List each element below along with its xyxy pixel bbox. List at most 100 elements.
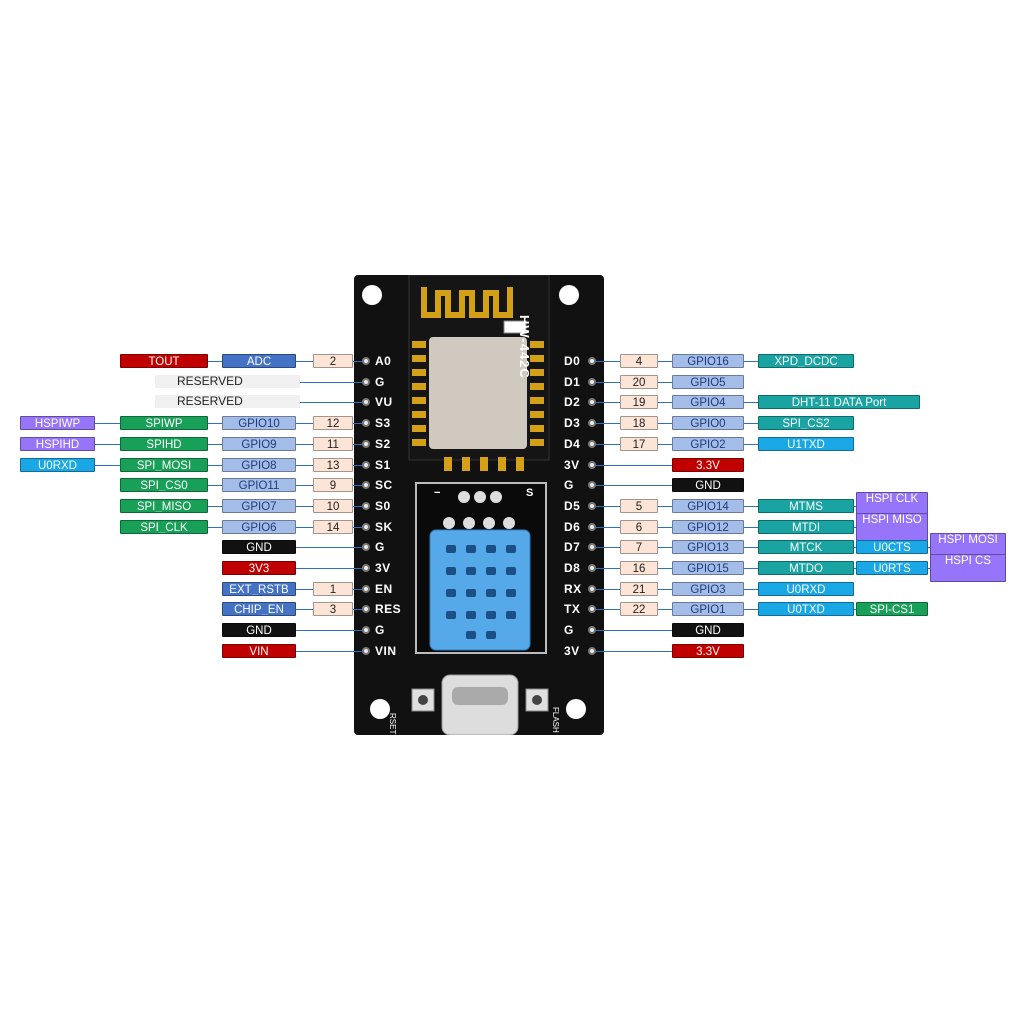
pin-hole-right-5 — [588, 460, 596, 469]
tag-2: 2 — [313, 354, 353, 368]
module-castellations — [412, 341, 544, 471]
tag-gpio0: GPIO0 — [672, 416, 744, 431]
pin-label-3v: 3V — [564, 643, 580, 658]
nodemcu-board: HW-442C RSET FLASH S − — [354, 274, 604, 736]
tag-6: 6 — [620, 519, 658, 534]
tag-gpio6: GPIO6 — [222, 519, 296, 534]
tag-gnd: GND — [222, 623, 296, 638]
tag-hspi-cs: HSPI CS — [930, 554, 1006, 582]
tag-chip-en: CHIP_EN — [222, 602, 296, 617]
pin-label-d5: D5 — [564, 498, 581, 513]
tag-gpio10: GPIO10 — [222, 416, 296, 431]
tag-gpio16: GPIO16 — [672, 354, 744, 368]
tag-xpd-dcdc: XPD_DCDC — [758, 354, 854, 368]
tag-20: 20 — [620, 374, 658, 389]
pin-hole-left-0 — [362, 357, 370, 365]
pin-label-sc: SC — [375, 478, 393, 493]
pin-hole-right-12 — [588, 605, 596, 614]
pin-hole-right-1 — [588, 377, 596, 386]
tag-mtdi: MTDI — [758, 519, 854, 534]
tag-spi-cs2: SPI_CS2 — [758, 416, 854, 431]
tag-gnd: GND — [672, 623, 744, 638]
tag-17: 17 — [620, 436, 658, 451]
tag-gpio11: GPIO11 — [222, 478, 296, 493]
antenna-trace — [421, 287, 513, 318]
reset-label: RSET — [388, 713, 397, 735]
pin-wire-right-1 — [596, 381, 744, 383]
pin-label-vu: VU — [375, 395, 393, 410]
tag-u1txd: U1TXD — [758, 436, 854, 451]
tag-3: 3 — [313, 602, 353, 617]
pin-label-d3: D3 — [564, 416, 581, 431]
flash-label: FLASH — [551, 707, 560, 733]
tag-spi-mosi: SPI_MOSI — [120, 457, 208, 472]
pin-wire-right-13 — [596, 630, 744, 632]
pin-wire-right-5 — [596, 464, 744, 466]
tag-gnd: GND — [672, 478, 744, 493]
board-artwork — [362, 274, 586, 736]
dht11-grille — [446, 545, 516, 639]
tag-4: 4 — [620, 354, 658, 368]
pin-hole-left-2 — [362, 398, 370, 407]
pin-hole-left-7 — [362, 501, 370, 510]
board-model-label: HW-442C — [517, 315, 532, 379]
pin-label-res: RES — [375, 602, 402, 617]
tag-u0rxd: U0RXD — [758, 581, 854, 596]
pin-label-d4: D4 — [564, 436, 581, 451]
tag-reserved: RESERVED — [155, 395, 300, 409]
tag-13: 13 — [313, 457, 353, 472]
tag-hspihd: HSPIHD — [20, 436, 95, 451]
tag-spi-cs1: SPI-CS1 — [856, 602, 928, 617]
tag-gpio13: GPIO13 — [672, 540, 744, 555]
pin-hole-left-6 — [362, 481, 370, 490]
pin-label-g: G — [375, 374, 385, 389]
flash-button-cap — [532, 695, 542, 705]
pin-hole-right-9 — [588, 543, 596, 552]
tag-gpio3: GPIO3 — [672, 581, 744, 596]
tag-19: 19 — [620, 395, 658, 410]
tag-ext-rstb: EXT_RSTB — [222, 581, 296, 596]
tag-gpio8: GPIO8 — [222, 457, 296, 472]
tag-1: 1 — [313, 581, 353, 596]
pin-hole-left-4 — [362, 439, 370, 448]
pin-hole-right-0 — [588, 357, 596, 365]
pin-label-g: G — [375, 623, 385, 638]
tag-gpio1: GPIO1 — [672, 602, 744, 617]
pin-hole-left-12 — [362, 605, 370, 614]
pin-hole-left-10 — [362, 564, 370, 572]
tag-tout: TOUT — [120, 354, 208, 368]
tag-gnd: GND — [222, 540, 296, 555]
pin-hole-right-4 — [588, 439, 596, 448]
mount-hole-top-left — [362, 285, 382, 305]
sensor-header-pins — [443, 491, 515, 529]
module-led — [503, 320, 527, 334]
tag-11: 11 — [313, 436, 353, 451]
tag-gpio2: GPIO2 — [672, 436, 744, 451]
pin-label-d2: D2 — [564, 395, 581, 410]
pin-hole-right-10 — [588, 564, 596, 572]
pin-label-d6: D6 — [564, 519, 581, 534]
tag-reserved: RESERVED — [155, 374, 300, 388]
tag-gpio4: GPIO4 — [672, 395, 744, 410]
pin-hole-left-14 — [362, 646, 370, 655]
tag-gpio9: GPIO9 — [222, 436, 296, 451]
pin-label-g: G — [564, 478, 574, 493]
pin-label-rx: RX — [564, 581, 582, 596]
pin-hole-right-7 — [588, 501, 596, 510]
pin-wire-right-6 — [596, 485, 744, 487]
pin-label-s0: S0 — [375, 498, 391, 513]
tag-hspi-miso: HSPI MISO — [856, 512, 928, 541]
tag-hspiwp: HSPIWP — [20, 416, 95, 431]
pin-hole-left-8 — [362, 522, 370, 531]
tag-14: 14 — [313, 519, 353, 534]
tag-gpio12: GPIO12 — [672, 519, 744, 534]
tag-16: 16 — [620, 561, 658, 575]
tag-gpio15: GPIO15 — [672, 561, 744, 575]
sensor-minus-label: − — [434, 487, 441, 499]
mount-hole-bottom-left — [370, 699, 390, 719]
pin-hole-right-13 — [588, 626, 596, 635]
pin-label-d1: D1 — [564, 374, 581, 389]
tag-spi-cs0: SPI_CS0 — [120, 478, 208, 493]
tag-mtms: MTMS — [758, 498, 854, 513]
